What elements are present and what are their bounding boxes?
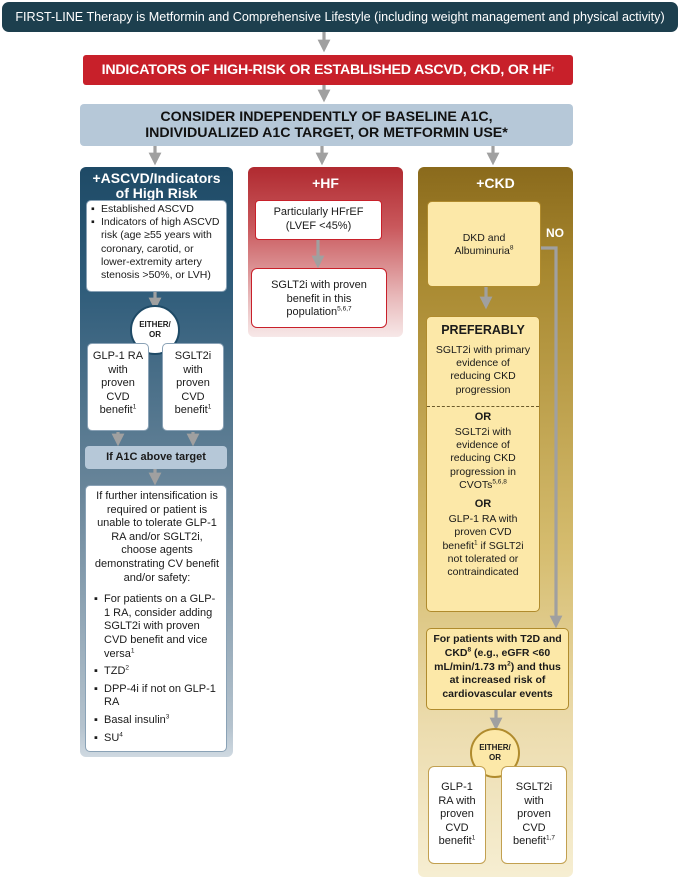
ckd-glp1-option-box: GLP-1 RA with proven CVD benefit1 [428, 766, 486, 864]
t2d-text-b: (e.g., eGFR <60 mL/min/1.73 m [434, 646, 551, 673]
ckd-sglt2-option-text: SGLT2i with proven CVD benefit [512, 781, 553, 848]
consider-banner: CONSIDER INDEPENDENTLY OF BASELINE A1C, … [80, 104, 573, 146]
pref-option-3a: GLP-1 RA with proven CVD benefit [442, 513, 518, 552]
or-label: OR [489, 753, 501, 762]
agent-item: For patients on a GLP-1 RA, consider add… [94, 593, 220, 661]
dkd-footnote: 8 [509, 244, 514, 252]
ascvd-glp1-option-box: GLP-1 RA with proven CVD benefit1 [87, 343, 149, 431]
or-label: OR [149, 330, 161, 339]
agent-item: Basal insulin3 [94, 714, 220, 728]
ascvd-header-line-1: +ASCVD/Indicators [92, 170, 221, 186]
ascvd-criteria-box: Established ASCVD Indicators of high ASC… [86, 200, 227, 292]
agent-footnote: 4 [119, 730, 123, 738]
t2d-text-a: For patients with T2D and CKD [433, 633, 562, 659]
agent-footnote: 2 [125, 664, 130, 672]
agent-item: TZD2 [94, 665, 220, 679]
ckd-sglt2-option-footnote: 1,7 [545, 834, 556, 842]
criteria-item: Established ASCVD [91, 203, 222, 216]
ckd-header: +CKD [476, 175, 515, 191]
agent-text: DPP-4i if not on GLP-1 RA [104, 682, 216, 709]
agent-item: SU4 [94, 730, 220, 746]
glp1-option-text: GLP-1 RA with proven CVD benefit [92, 350, 144, 417]
preferably-label: PREFERABLY [441, 323, 525, 337]
pref-option-1: SGLT2i with primary evidence of reducing… [435, 344, 531, 396]
agent-text: For patients on a GLP-1 RA, consider add… [104, 593, 216, 660]
agent-footnote: 3 [165, 713, 170, 721]
ascvd-intensification-box: If further intensification is required o… [85, 485, 227, 752]
pref-option-3b: if SGLT2i not tolerated or contraindicat… [447, 539, 524, 579]
glp1-option-footnote: 1 [132, 403, 137, 411]
criteria-item: Indicators of high ASCVD risk (age ≥55 y… [91, 216, 222, 282]
hfref-line-1: Particularly HFrEF [273, 206, 364, 218]
consider-line-2: INDIVIDUALIZED A1C TARGET, OR METFORMIN … [145, 125, 508, 141]
agent-item: DPP-4i if not on GLP-1 RA [94, 683, 220, 710]
hf-sglt2-text: SGLT2i with proven benefit in this popul… [271, 279, 367, 319]
either-label: EITHER/ [479, 743, 511, 752]
a1c-above-target-label: If A1C above target [106, 451, 206, 463]
agent-text: TZD [104, 665, 126, 678]
a1c-above-target-box: If A1C above target [85, 446, 227, 469]
first-line-therapy-banner: FIRST-LINE Therapy is Metformin and Comp… [2, 2, 678, 32]
sglt2-option-footnote: 1 [207, 403, 212, 411]
dkd-line-2: Albuminuria [454, 245, 510, 258]
or-label-2: OR [474, 498, 492, 511]
t2d-ckd-box: For patients with T2D and CKD8 (e.g., eG… [426, 628, 569, 710]
hf-sglt2-box: SGLT2i with proven benefit in this popul… [251, 268, 387, 328]
first-line-text: FIRST-LINE Therapy is Metformin and Comp… [15, 10, 665, 24]
preferably-box: PREFERABLY SGLT2i with primary evidence … [426, 316, 540, 612]
dkd-albuminuria-box: DKD and Albuminuria8 [427, 201, 541, 287]
pref-option-2-footnote: 5,6,8 [492, 478, 507, 486]
arrow-no-to-t2d [540, 246, 563, 629]
hfref-box: Particularly HFrEF (LVEF <45%) [255, 200, 382, 240]
pref-option-3-wrap: GLP-1 RA with proven CVD benefit1 if SGL… [432, 513, 534, 579]
hfref-line-2: (LVEF <45%) [285, 219, 352, 232]
ckd-sglt2-option-box: SGLT2i with proven CVD benefit1,7 [501, 766, 567, 864]
consider-line-1: CONSIDER INDEPENDENTLY OF BASELINE A1C, [160, 108, 493, 125]
dkd-line-2-wrap: Albuminuria8 [428, 245, 540, 258]
dkd-line-1: DKD and [462, 232, 506, 244]
intensification-text: If further intensification is required o… [94, 490, 220, 584]
ascvd-header-line-2: of High Risk [115, 185, 198, 201]
agent-footnote: 1 [130, 646, 135, 654]
pref-option-2: SGLT2i with evidence of reducing CKD pro… [450, 426, 516, 491]
pref-option-3-footnote: 1 [474, 539, 478, 547]
indicators-text: INDICATORS OF HIGH-RISK OR ESTABLISHED A… [101, 62, 552, 78]
ckd-glp1-option-footnote: 1 [471, 834, 476, 842]
ckd-glp1-option-text: GLP-1 RA with proven CVD benefit [438, 781, 476, 848]
pref-divider [427, 405, 539, 407]
ascvd-sglt2-option-box: SGLT2i with proven CVD benefit1 [162, 343, 224, 431]
no-label: NO [546, 226, 564, 240]
hf-sglt2-footnote: 5,6,7 [337, 305, 352, 313]
t2d-footnote-2: 2 [507, 660, 511, 668]
t2d-footnote-1: 8 [467, 646, 472, 654]
pref-option-2-wrap: SGLT2i with evidence of reducing CKD pro… [432, 426, 534, 492]
hf-header: +HF [312, 175, 339, 191]
or-label-1: OR [474, 410, 492, 423]
either-label: EITHER/ [139, 320, 171, 329]
sglt2-option-text: SGLT2i with proven CVD benefit [174, 350, 212, 417]
agent-text: SU [104, 731, 120, 744]
ascvd-header: +ASCVD/Indicators of High Risk [80, 171, 233, 201]
t2d-text-c: ) and thus at increased risk of cardiova… [442, 660, 561, 701]
indicators-banner: INDICATORS OF HIGH-RISK OR ESTABLISHED A… [83, 55, 573, 85]
agent-text: Basal insulin [104, 713, 166, 726]
